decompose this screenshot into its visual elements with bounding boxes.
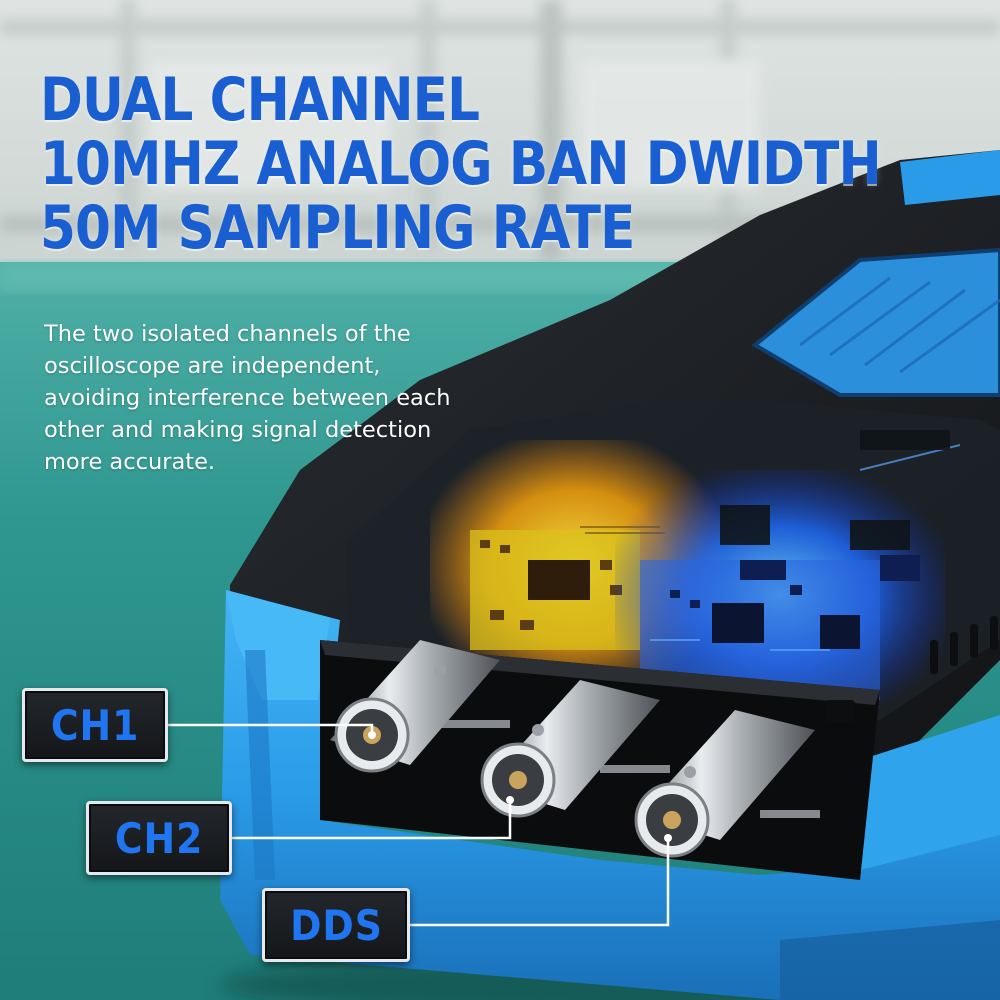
bnc-connector-icon xyxy=(634,710,815,858)
bnc-connector-icon xyxy=(480,680,660,818)
headline: DUAL CHANNEL 10MHZ ANALOG BAN DWIDTH 50M… xyxy=(40,65,882,263)
callout-ch2: CH2 xyxy=(86,801,232,875)
callout-dds-label: DDS xyxy=(289,900,383,950)
headline-line-2: 10MHZ ANALOG BAN DWIDTH xyxy=(40,129,882,199)
callout-ch1-label: CH1 xyxy=(50,700,140,750)
callout-ch2-label: CH2 xyxy=(114,813,204,863)
callout-dds: DDS xyxy=(262,888,410,962)
headline-line-3: 50M SAMPLING RATE xyxy=(40,193,635,263)
callout-ch1: CH1 xyxy=(22,688,168,762)
headline-line-1: DUAL CHANNEL xyxy=(40,65,480,135)
feature-description: The two isolated channels of the oscillo… xyxy=(44,321,451,475)
